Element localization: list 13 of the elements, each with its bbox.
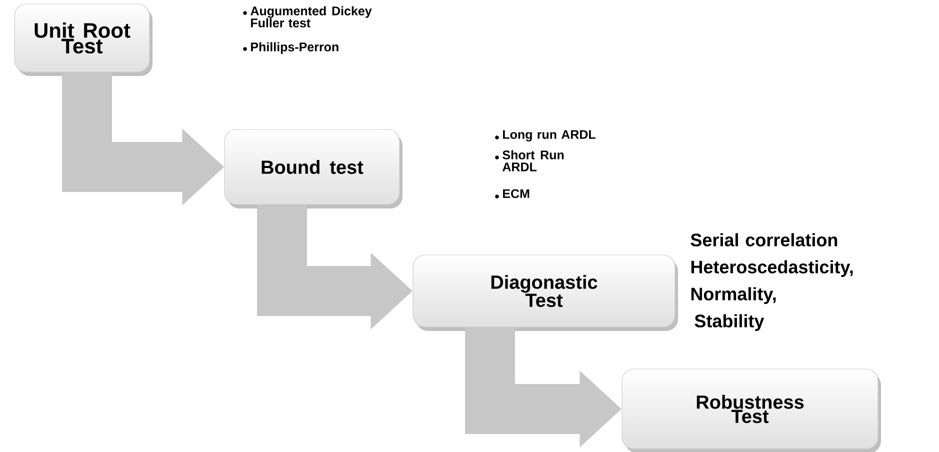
bullet-text: ECM (503, 189, 530, 198)
bullet-text: Normality, (691, 287, 776, 304)
process-box: Diagonastic Test (412, 254, 678, 331)
bullet-text: Heteroscedasticity, (691, 260, 853, 277)
process-box: Robustness Test (622, 368, 881, 452)
bullet-text: Stability (694, 314, 764, 331)
bullet-text: Long run ARDL (503, 130, 596, 142)
bullet-text: Serial correlation (690, 233, 838, 246)
bullet-text: Phillips-Perron (251, 42, 338, 54)
process-box: Bound test (224, 129, 402, 208)
bullet-text: Short Run ARDL (502, 150, 564, 172)
bullet-text: Augumented Dickey Fuller test (250, 6, 372, 28)
process-box: Unit Root Test (14, 4, 153, 76)
